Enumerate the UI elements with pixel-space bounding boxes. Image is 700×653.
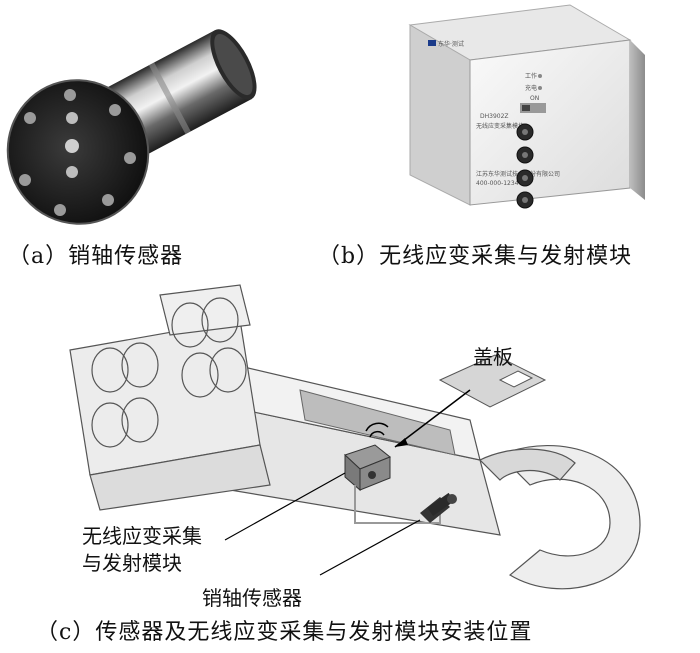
label-module-line2: 与发射模块	[82, 551, 182, 575]
wireless-signal-icon	[369, 431, 385, 438]
wireless-module-icon	[344, 444, 391, 492]
device-phone: 400-000-1234	[476, 180, 519, 187]
caption-b: （b）无线应变采集与发射模块	[318, 244, 633, 269]
device-model: DH3902Z	[480, 113, 509, 120]
caption-a: （a）销轴传感器	[8, 244, 184, 269]
wireless-module-photo: 东华·测试 工作 充电 ON DH3902Z 无线应变采集模块 江苏东华测试技术…	[408, 4, 645, 209]
cover-plate-icon	[438, 354, 547, 408]
pin-sensor-photo	[6, 29, 257, 225]
device-name: 无线应变采集模块	[476, 122, 524, 130]
pin-sensor-icon	[420, 492, 457, 523]
caption-c: （c）传感器及无线应变采集与发射模块安装位置	[36, 620, 533, 645]
label-module-line1: 无线应变采集	[82, 524, 202, 548]
device-brand: 东华·测试	[438, 40, 464, 48]
label-cover-plate: 盖板	[473, 345, 513, 369]
installation-diagram	[69, 284, 641, 590]
label-pin-sensor: 销轴传感器	[202, 586, 302, 610]
indicator-work-label: 工作	[525, 72, 537, 80]
indicator-charge-label: 充电	[525, 84, 537, 92]
work-led-icon	[538, 74, 542, 78]
charge-led-icon	[538, 86, 542, 90]
power-switch-icon	[520, 103, 546, 113]
switch-label: ON	[530, 95, 539, 102]
